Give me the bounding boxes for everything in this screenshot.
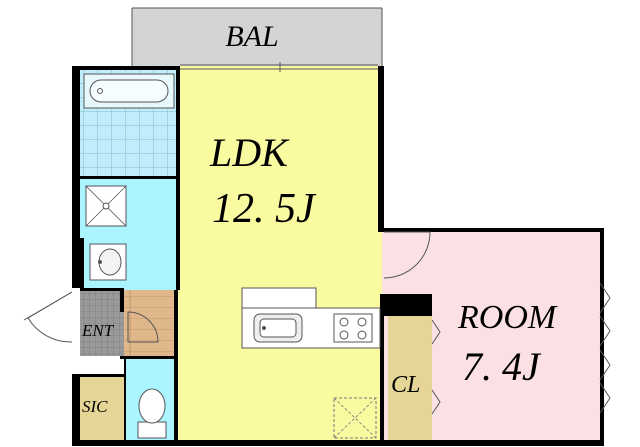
room-label: ROOM [457, 299, 558, 336]
balcony-label: BAL [225, 20, 278, 53]
kitchen-sink-icon [253, 313, 303, 343]
balcony-window [180, 62, 378, 72]
room-size: 7. 4J [462, 344, 542, 389]
room-door-swing [383, 231, 431, 279]
shoe-closet-label: SIC [82, 397, 108, 416]
bathtub-icon [83, 73, 175, 109]
balcony-area [132, 8, 382, 66]
entrance-label: ENT [81, 321, 115, 340]
ldk-size: 12. 5J [212, 186, 317, 232]
stove-icon [333, 313, 373, 343]
ldk-label: LDK [209, 130, 290, 175]
closet-area [388, 316, 432, 440]
shoe-closet-area [80, 376, 124, 442]
refrigerator-space-icon [333, 397, 377, 439]
walls [72, 66, 604, 446]
closet-label: CL [391, 372, 420, 398]
wash-basin-icon [89, 243, 127, 281]
doors [23, 231, 431, 343]
toilet-icon [137, 388, 167, 439]
ldk-area [178, 66, 382, 442]
balcony: BAL [131, 7, 383, 66]
kitchen-counter [241, 287, 381, 349]
entrance-area [80, 290, 124, 356]
washing-machine-pan-icon [85, 185, 127, 227]
entrance-door-swing [27, 291, 73, 343]
room-windows [431, 282, 611, 415]
hall-door-swing [127, 311, 159, 343]
